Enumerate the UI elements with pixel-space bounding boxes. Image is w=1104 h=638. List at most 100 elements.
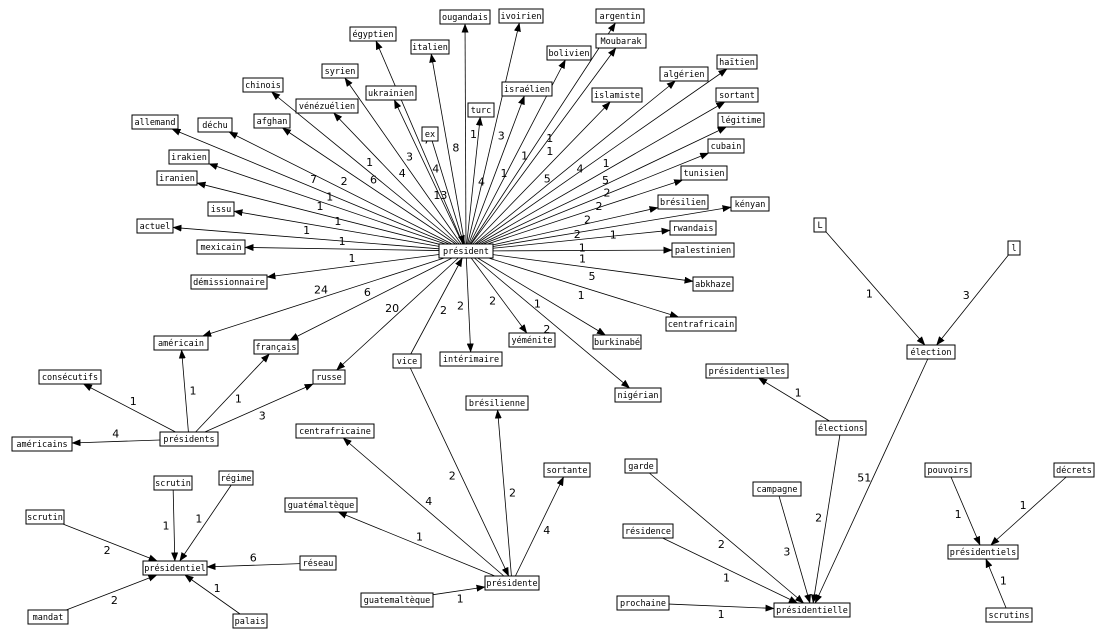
edge-arrow [178,349,189,433]
edge-arrow [461,23,469,245]
node-box [614,387,662,403]
node-guatemalteque2: guatemaltèque [360,592,434,608]
node-box [546,45,592,61]
edge-arrow [62,523,158,562]
node-moubarak: Moubarak [595,33,647,49]
node-box [295,98,359,114]
edge-arrow [202,257,445,337]
edge-arrow [82,383,176,433]
node-irakien: irakien [168,149,210,165]
edge-prochaine-presidentielle: 1 [668,603,775,621]
edge-arrow [488,257,679,318]
edge-scrutin-presidentiel: 1 [163,489,179,562]
node-box [467,102,495,118]
node-label: abkhaze [695,280,731,290]
node-label: allemand [135,118,176,128]
edge-president-turc: 4 [466,116,485,245]
node-label: issu [211,205,231,215]
edge-campagne-presidentielle: 3 [778,495,811,604]
node-islamiste: islamiste [591,87,643,103]
node-box [242,77,284,93]
edge-weight-label: 1 [457,593,464,606]
edge-weight-label: 4 [432,163,439,176]
node-label: scrutins [989,611,1030,621]
edge-arrow [758,377,830,422]
node-box [38,369,102,385]
edge-weight-label: 1 [189,384,196,397]
node-label: sortant [719,91,755,101]
node-label: américains [16,439,67,450]
node-ex: ex [421,126,439,142]
edge-arrow [172,224,440,250]
node-label: yéménite [512,335,553,346]
node-box [752,481,802,497]
edge-arrow [393,99,464,245]
node-bolivien: bolivien [546,45,592,61]
node-label: palestinien [675,246,731,256]
node-label: régime [221,473,252,484]
edge-presidente-guatemalteque: 1 [337,511,496,577]
node-argentin: argentin [595,8,645,24]
edge-president-nigerian: 2 [474,257,631,389]
node-allemand: allemand [131,114,179,130]
edge-weight-label: 5 [588,270,595,283]
edge-weight-label: 20 [385,302,399,315]
edge-elections-presidentielle: 2 [810,434,841,604]
edge-presidents-americains: 4 [71,427,161,447]
edge-elections-presidentielles: 1 [758,377,830,422]
edge-weight-label: 1 [610,229,617,242]
edge-arrow [432,584,486,596]
edge-president-demissionnaire: 1 [266,252,440,280]
edge-weight-label: 1 [866,288,873,301]
edge-weight-label: 1 [521,150,528,163]
node-label: présidentielles [709,366,786,377]
node-label: vice [397,357,417,367]
node-label: présidentielle [776,605,848,616]
node-box [253,339,299,355]
edge-weight-label: 3 [783,546,790,559]
edge-president-algerien: 4 [474,80,676,245]
node-box [438,243,494,259]
edge-president-irakien: 1 [208,163,446,245]
node-label: l [1011,244,1016,254]
edge-weight-label: 13 [433,189,447,202]
node-box [707,138,745,154]
edge-arrow [474,257,631,389]
edge-weight-label: 4 [478,175,485,188]
edges-layer: 1317811314141455726421321212111111151246… [62,22,1067,621]
node-mandat: mandat [27,609,69,625]
node-L: L [813,217,827,233]
node-issu: issu [207,201,235,217]
edge-arrow [171,128,450,245]
edge-weight-label: 2 [440,304,447,317]
node-russe: russe [312,369,346,385]
node-burkinabe: burkinabé [592,334,642,350]
edge-weight-label: 4 [543,524,550,537]
node-box [218,470,254,486]
edge-president-islamiste: 5 [472,101,611,245]
edge-president-ukrainien: 4 [393,99,464,245]
node-garde: garde [624,458,658,474]
node-box [365,85,417,101]
node-actuel: actuel [136,218,174,234]
edge-arrow [662,537,798,604]
node-president: président [438,243,494,259]
node-label: rwandais [673,224,714,234]
edge-weight-label: 1 [546,145,553,158]
node-box [197,117,233,133]
node-label: américain [158,338,204,349]
edge-weight-label: 6 [370,173,377,186]
node-box [813,217,827,233]
edge-presidents-francais: 1 [195,353,270,433]
edge-arrow [228,131,453,245]
node-box [168,149,210,165]
node-label: intérimaire [443,354,499,365]
edge-weight-label: 3 [259,409,266,422]
node-label: israélien [504,84,550,95]
edge-arrow [410,257,463,355]
node-venezuelien: vénézuélien [295,98,359,114]
node-box [671,242,735,258]
edge-weight-label: 2 [543,323,550,336]
edge-president-americain: 24 [202,257,445,337]
